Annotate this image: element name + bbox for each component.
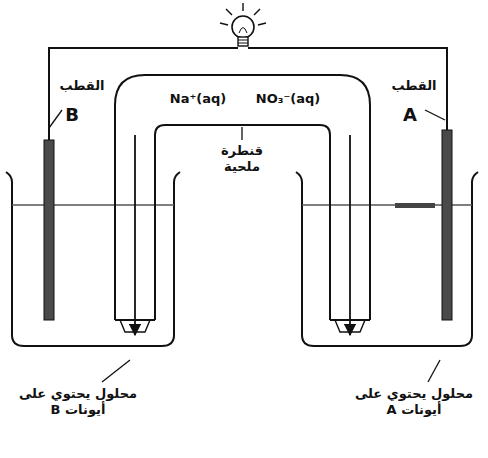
electrode-letter: A (403, 104, 417, 127)
drawing-part (220, 3, 266, 25)
drawing-part (238, 40, 248, 41)
drawing-part (226, 9, 232, 15)
drawing-part (115, 319, 370, 321)
ion-label: NO₃⁻(aq) (256, 91, 320, 107)
electrode-label: القطب (59, 78, 104, 94)
solution-label: محلول يحتوي على أيونات A (354, 386, 474, 419)
drawing-part (12, 204, 174, 206)
light-bulb (220, 3, 266, 46)
drawing-part (155, 125, 330, 320)
salt-bridge-label: قنطرة ملحية (211, 143, 273, 176)
salt-bridge (115, 75, 370, 332)
ion-flow-arrow (349, 135, 351, 335)
drawing-part (238, 43, 248, 44)
ion-flow-arrow (134, 135, 136, 335)
drawing-part (102, 360, 130, 382)
drawing-part (425, 110, 445, 120)
drawing-part (395, 203, 435, 208)
electrode-b (44, 140, 54, 320)
drawing-part (220, 23, 228, 25)
drawing-part (238, 37, 248, 46)
electrode-a (442, 130, 452, 320)
drawing-part (428, 360, 440, 382)
drawing-part (49, 110, 62, 128)
drawing-part (254, 9, 260, 15)
drawing-part (242, 3, 243, 11)
drawing-part (232, 16, 254, 38)
electrode-label: القطب (391, 78, 436, 94)
solution-label: محلول يحتوي على أيونات B (18, 386, 138, 419)
drawing-part (115, 75, 370, 320)
drawing-part (120, 320, 365, 332)
electrode-letter: B (65, 104, 79, 127)
drawing-part (241, 127, 242, 140)
leader-lines (49, 110, 445, 382)
ion-label: Na⁺(aq) (170, 91, 226, 107)
wire (49, 48, 447, 140)
drawing-part (258, 23, 266, 25)
drawing-part (239, 28, 247, 34)
